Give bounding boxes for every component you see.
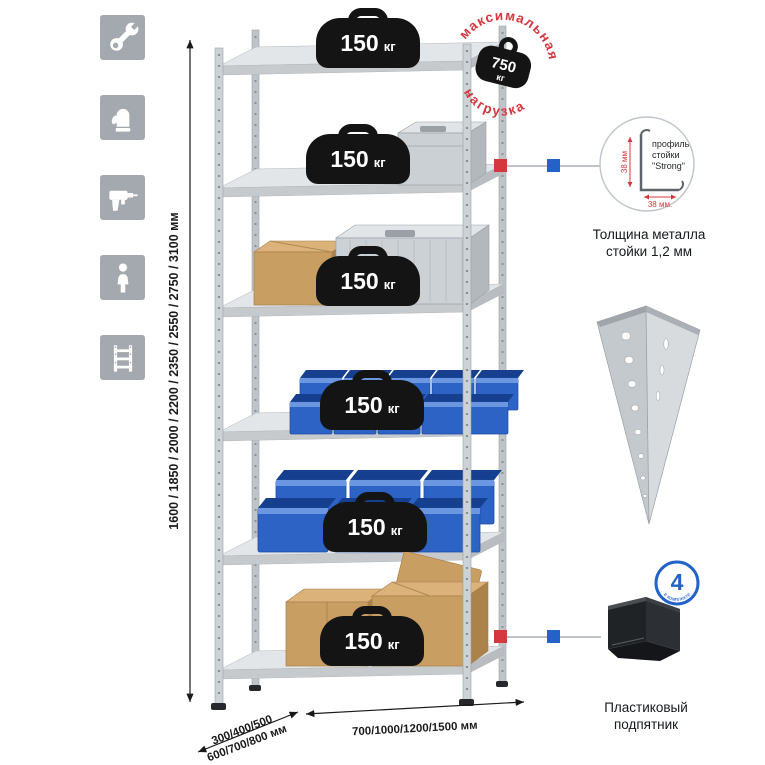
plastic-foot-photo <box>608 597 680 661</box>
width-dimension-line <box>305 698 525 718</box>
person-icon <box>100 255 145 300</box>
weight-body: 150 кг <box>316 18 420 68</box>
upright-post-photo <box>596 305 701 525</box>
feature-icon-column <box>100 15 145 380</box>
connector-blue-marker <box>547 159 560 172</box>
profile-caption-line2: стойки 1,2 мм <box>606 244 692 259</box>
shelf-load-value: 150 <box>340 29 379 56</box>
gloves-icon <box>100 95 145 140</box>
shelf-load-unit: кг <box>387 401 400 416</box>
shelf-load-badge: 150 кг <box>306 124 410 184</box>
depth-dimension-label: 300/400/500 600/700/800 мм <box>206 713 289 764</box>
aluminum-case-small <box>396 121 488 186</box>
max-load-value: 750 <box>489 54 517 77</box>
shelf-load-badge: 150 кг <box>323 492 427 552</box>
rack-icon <box>100 335 145 380</box>
max-load-unit: кг <box>495 72 506 84</box>
shelf-load-badge: 150 кг <box>320 606 424 666</box>
profile-callout: 38 мм 38 мм. профиль стойки "Strong" Тол… <box>593 116 706 259</box>
height-dimension-label: 1600 / 1850 / 2000 / 2200 / 2350 / 2550 … <box>167 212 181 529</box>
shelf-load-badge: 150 кг <box>316 8 420 68</box>
profile-connector <box>494 159 601 172</box>
drill-icon <box>100 175 145 220</box>
shelf-load-unit: кг <box>373 155 386 170</box>
shelf-load-value: 150 <box>347 513 386 540</box>
quantity-badge-value: 4 <box>671 569 684 595</box>
profile-dim-vertical: 38 мм <box>620 151 629 173</box>
stamp-weight-body <box>475 45 532 89</box>
connector-red-marker <box>494 159 507 172</box>
foot-caption-line1: Пластиковый <box>604 700 688 715</box>
weight-body: 150 кг <box>316 256 420 306</box>
shelf-load-value: 150 <box>330 145 369 172</box>
quantity-badge: 4 в комплекте <box>654 560 700 606</box>
profile-caption-line1: Толщина металла <box>593 227 706 242</box>
shelf-load-value: 150 <box>344 391 383 418</box>
shelf-load-unit: кг <box>387 637 400 652</box>
connector-red-marker <box>494 630 507 643</box>
weight-body: 150 кг <box>320 380 424 430</box>
weight-body: 150 кг <box>306 134 410 184</box>
profile-name-line2: стойки <box>652 150 680 160</box>
depth-dimension-line <box>197 711 299 753</box>
profile-name-line1: профиль <box>652 139 690 149</box>
weight-body: 150 кг <box>320 616 424 666</box>
shelf-load-unit: кг <box>383 277 396 292</box>
shelf-load-value: 150 <box>344 627 383 654</box>
quantity-badge-text: в комплекте <box>662 592 692 603</box>
shelf-load-badge: 150 кг <box>316 246 420 306</box>
profile-dim-horizontal: 38 мм. <box>648 200 672 209</box>
foot-caption-line2: подпятник <box>614 717 678 732</box>
shelf-load-unit: кг <box>390 523 403 538</box>
connector-blue-marker <box>547 630 560 643</box>
profile-name-line3: "Strong" <box>652 161 685 171</box>
shelf-load-unit: кг <box>383 39 396 54</box>
weight-body: 150 кг <box>323 502 427 552</box>
wrench-icon <box>100 15 145 60</box>
foot-connector <box>494 630 601 643</box>
width-dimension-label: 700/1000/1200/1500 мм <box>352 720 478 739</box>
shelf-load-value: 150 <box>340 267 379 294</box>
shelf-load-badge: 150 кг <box>320 370 424 430</box>
